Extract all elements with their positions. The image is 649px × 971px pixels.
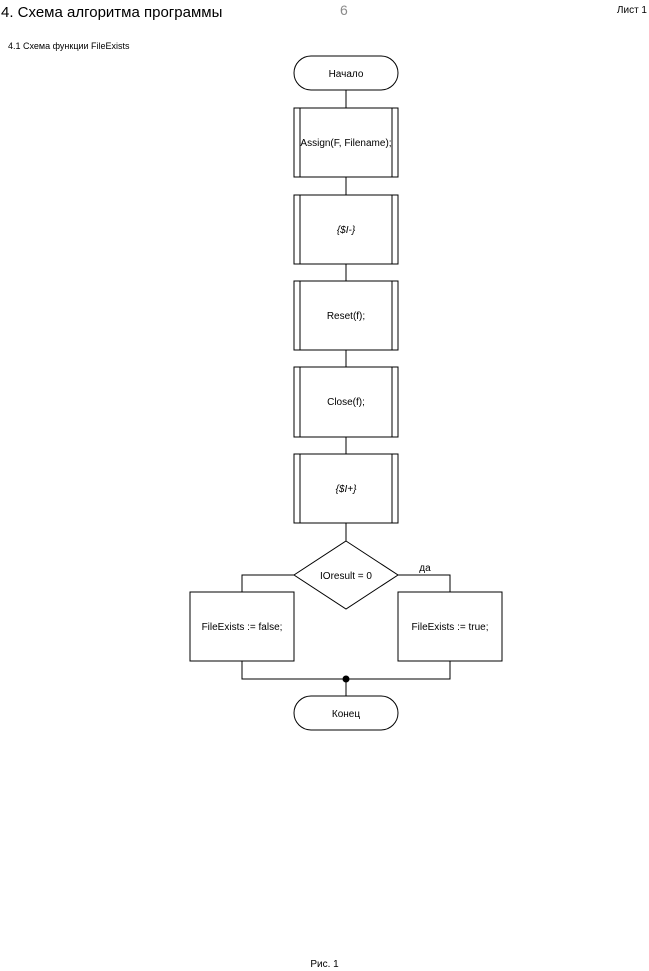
start-label: Начало (329, 69, 364, 80)
sheet-label: Лист 1 (616, 5, 647, 16)
page-number: 6 (340, 2, 348, 18)
figure-caption: Рис. 1 (310, 959, 339, 970)
merge-point (342, 675, 350, 683)
process-false (189, 591, 295, 662)
process-true (397, 591, 503, 662)
process-close-label: Close(f); (327, 397, 365, 408)
section-subtitle: 4.1 Схема функции FileExists (8, 41, 130, 51)
decision-diamond (293, 540, 399, 610)
end-terminator (293, 695, 399, 731)
yes-branch-connector (398, 574, 451, 592)
process-close (293, 366, 399, 438)
process-true-label: FileExists := true; (412, 622, 489, 633)
process-io-on-label: {$I+} (336, 484, 358, 495)
process-io-on (293, 453, 399, 524)
no-branch-connector (241, 574, 294, 592)
process-assign-label: Assign(F, Filename); (300, 138, 391, 149)
process-false-label: FileExists := false; (202, 622, 283, 633)
end-label: Конец (332, 709, 360, 720)
yes-label: да (419, 563, 431, 574)
process-reset-label: Reset(f); (327, 311, 365, 322)
process-reset (293, 280, 399, 351)
decision-label: IOresult = 0 (320, 571, 372, 582)
start-terminator (293, 55, 399, 91)
process-io-off (293, 194, 399, 265)
process-io-off-label: {$I-} (337, 225, 356, 236)
page-heading: 4. Схема алгоритма программы (1, 4, 223, 21)
process-assign (293, 107, 399, 178)
